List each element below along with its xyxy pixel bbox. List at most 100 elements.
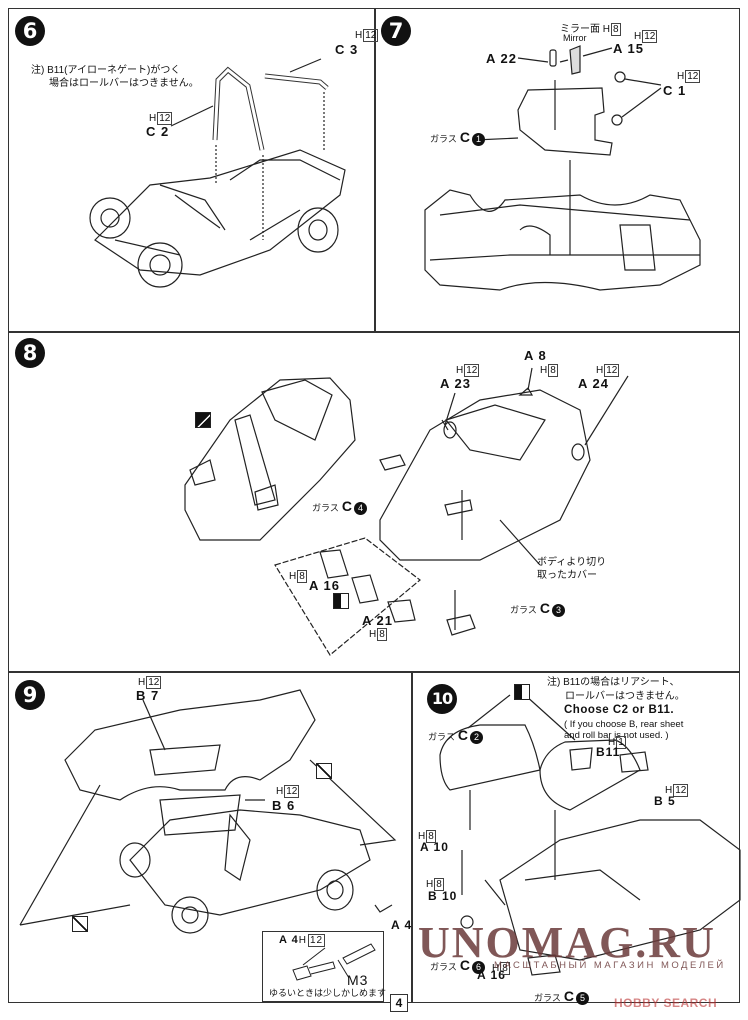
glass-part: C xyxy=(459,129,470,145)
glass-part: C xyxy=(539,600,550,616)
paint-code: 12 xyxy=(685,70,701,83)
step-8-drawing xyxy=(184,367,629,656)
step-7-panel xyxy=(374,8,740,333)
step-10-part-b10: B 10 xyxy=(428,889,458,903)
cement-icon xyxy=(333,593,349,609)
paint-brand: H xyxy=(677,71,685,82)
step-6-part-c2: C 2 xyxy=(146,124,170,139)
paint-brand: H xyxy=(149,113,157,124)
paint-code: 8 xyxy=(548,364,558,377)
step-10-panel xyxy=(411,671,740,1003)
paint-brand: H xyxy=(289,571,297,582)
glass-part: C xyxy=(457,727,468,743)
step-9-part-b6: B 6 xyxy=(272,798,296,813)
step-10-note-line-1: 注) B11の場合はリアシート、 xyxy=(547,677,680,688)
step-9-number: 9 xyxy=(15,680,45,710)
paint-brand: H xyxy=(369,629,377,640)
step-6-note-line-2: 場合はロールバーはつきません。 xyxy=(49,78,199,89)
hobby-search-watermark: HOBBY SEARCH xyxy=(614,996,718,1010)
step-8-part-a8: A 8 xyxy=(524,348,547,363)
paint-brand: H xyxy=(608,737,616,748)
paint-code: 12 xyxy=(604,364,620,377)
paint-code: 8 xyxy=(426,830,436,843)
step-10-en-note-1: ( If you choose B, rear sheet xyxy=(564,719,684,730)
paint-brand: H xyxy=(276,786,284,797)
step-9-part-b7: B 7 xyxy=(136,688,160,703)
glass-number: 4 xyxy=(353,502,367,516)
step-8-cover-note-1: ボディより切り xyxy=(537,557,607,568)
page-number: 4 xyxy=(390,994,408,1012)
step-7-part-a22: A 22 xyxy=(486,51,517,66)
step-10-choose: Choose C2 or B11. xyxy=(564,704,675,716)
mirror-face-label: ミラー面 xyxy=(560,24,600,35)
inset-note: ゆるいときは少しかしめます xyxy=(269,988,387,998)
step-8-panel xyxy=(8,331,740,673)
paint-brand: H xyxy=(602,24,611,35)
paint-code: 12 xyxy=(642,30,658,43)
watermark-subtitle: МАСШТАБНЫЙ МАГАЗИН МОДЕЛЕЙ xyxy=(494,960,726,971)
glass-part: C xyxy=(341,498,352,514)
step-9-panel xyxy=(8,671,413,1003)
step-8-part-a16: A 16 xyxy=(309,578,340,593)
step-8-part-a23: A 23 xyxy=(440,376,471,391)
paint-code: 12 xyxy=(284,785,300,798)
step-10-drawing xyxy=(439,694,741,976)
step-9-drawing xyxy=(19,689,397,934)
paint-code: 8 xyxy=(611,23,621,36)
glass-text: ガラス xyxy=(430,962,457,972)
paint-code: 12 xyxy=(673,784,689,797)
step-6-drawing xyxy=(89,58,346,288)
step-8-part-a24: A 24 xyxy=(578,376,609,391)
paint-code: 12 xyxy=(363,29,379,42)
glass-part: C xyxy=(459,957,470,973)
paint-code: 8 xyxy=(377,628,387,641)
glass-number: 2 xyxy=(469,731,483,745)
step-7-part-a15: A 15 xyxy=(613,41,644,56)
step-7-part-c1: C 1 xyxy=(663,83,687,98)
step-10-part-b5: B 5 xyxy=(654,794,676,808)
paint-brand: H xyxy=(426,879,434,890)
paint-code: 8 xyxy=(500,962,510,975)
glass-text: ガラス xyxy=(510,605,537,615)
paint-code: 8 xyxy=(434,878,444,891)
step-8-cover-note-2: 取ったカバー xyxy=(537,570,597,581)
glass-number: 5 xyxy=(575,992,589,1006)
paint-brand: H xyxy=(355,30,363,41)
cement-icon xyxy=(514,684,530,700)
paint-code: 12 xyxy=(307,934,326,947)
step-8-part-a21: A 21 xyxy=(362,613,393,628)
step-10-number: 10 xyxy=(427,684,457,714)
paint-brand: H xyxy=(418,831,426,842)
glass-number: 6 xyxy=(471,961,485,975)
paint-brand: H xyxy=(138,677,146,688)
cement-icon-cross xyxy=(72,916,88,932)
glass-text: ガラス xyxy=(312,503,339,513)
paint-brand: H xyxy=(540,365,548,376)
paint-brand: H xyxy=(665,785,673,796)
inset-screw-m3: M3 xyxy=(347,972,369,988)
glass-text: ガラス xyxy=(430,134,457,144)
step-7-mirror-en: Mirror xyxy=(563,33,587,43)
step-7-number: 7 xyxy=(381,16,411,46)
paint-code: 12 xyxy=(464,364,480,377)
